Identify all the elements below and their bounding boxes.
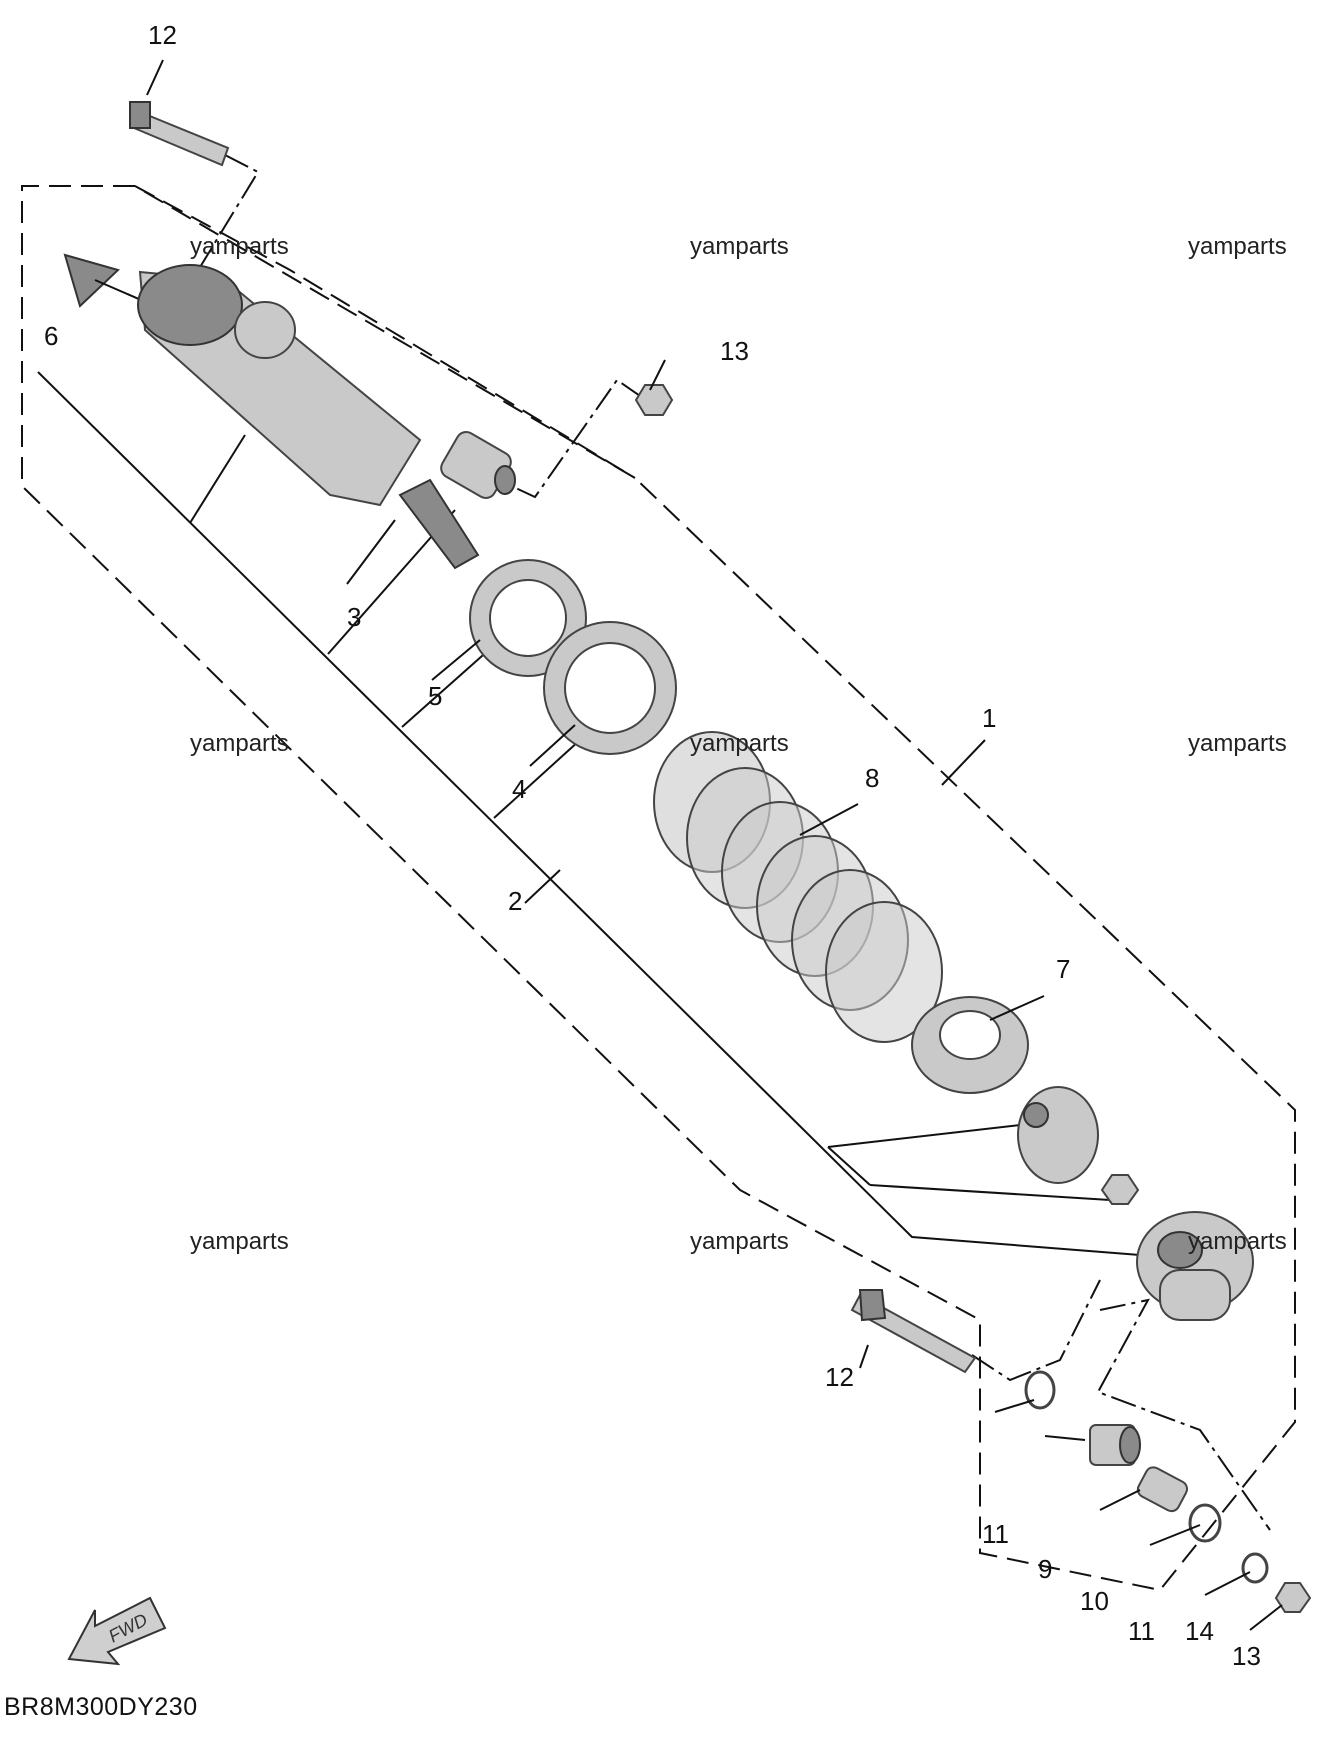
upper-bushing	[440, 431, 516, 499]
watermark: yamparts	[1188, 1228, 1287, 1255]
part-2-branch-f	[869, 1184, 1111, 1201]
watermark: yamparts	[1188, 233, 1287, 260]
part-2-branch-g	[827, 1146, 871, 1186]
lower-chain-right	[1096, 1298, 1271, 1531]
lock-nut	[469, 559, 587, 677]
watermark: yamparts	[190, 1228, 289, 1255]
assembly-boundary	[21, 185, 1296, 1592]
callout-14: 14	[1185, 1616, 1214, 1646]
watermark: yamparts	[1188, 730, 1287, 757]
watermark: yamparts	[690, 730, 789, 757]
part-2-branch-a	[189, 434, 246, 524]
callout-8: 8	[865, 763, 879, 793]
callout-3: 3	[347, 602, 361, 632]
nut-13-upper	[634, 384, 674, 416]
bolt-12-lower	[850, 1289, 977, 1374]
damper-rod-nut	[1100, 1174, 1140, 1205]
watermark: yamparts	[190, 730, 289, 757]
spring-seat	[911, 996, 1029, 1094]
callout-12-lower: 12	[825, 1362, 854, 1392]
oil-seal-11-left	[1024, 1370, 1056, 1410]
bearing	[1089, 1424, 1141, 1466]
collar	[1136, 1466, 1188, 1513]
callout-11-right: 11	[1128, 1616, 1155, 1646]
diagram-code: BR8M300DY230	[4, 1693, 198, 1721]
part-2-leader-main	[37, 371, 1141, 1256]
lower-clevis	[1136, 1211, 1254, 1321]
bolt-12-upper-chain	[179, 154, 260, 301]
callout-5: 5	[428, 681, 442, 711]
callout-1: 1	[982, 703, 996, 733]
bolt-12-lower-chain	[971, 1279, 1101, 1382]
part-2-branch-e	[827, 1124, 1021, 1148]
bolt-12-upper	[129, 101, 230, 167]
callout-11-left: 11	[982, 1519, 1009, 1549]
callout-13-upper: 13	[720, 336, 749, 366]
watermark: yamparts	[190, 233, 289, 260]
callout-13-lower: 13	[1232, 1641, 1261, 1671]
callout-4: 4	[512, 774, 526, 804]
reservoir-arrow	[63, 253, 120, 308]
watermark: yamparts	[690, 233, 789, 260]
callout-12-upper: 12	[148, 20, 177, 50]
callout-leaders	[146, 59, 1283, 1631]
nut-13-lower	[1274, 1582, 1312, 1613]
bump-stop	[1017, 1086, 1099, 1184]
shock-absorber-body	[137, 264, 480, 570]
fwd-arrow: FWD	[67, 1596, 167, 1666]
nut-13-upper-chain	[504, 378, 644, 499]
oil-seal-11-right	[1188, 1503, 1222, 1543]
inner-boundary	[134, 185, 636, 479]
spring-adjuster-nut	[543, 621, 677, 755]
part-2-branch-d	[493, 739, 581, 819]
callout-9: 9	[1038, 1554, 1052, 1584]
callout-10: 10	[1080, 1586, 1109, 1616]
watermark: yamparts	[690, 1228, 789, 1255]
callout-7: 7	[1056, 954, 1070, 984]
spring	[653, 731, 943, 1043]
callout-6: 6	[44, 321, 58, 351]
washer	[1241, 1552, 1269, 1584]
callout-2: 2	[508, 886, 522, 916]
